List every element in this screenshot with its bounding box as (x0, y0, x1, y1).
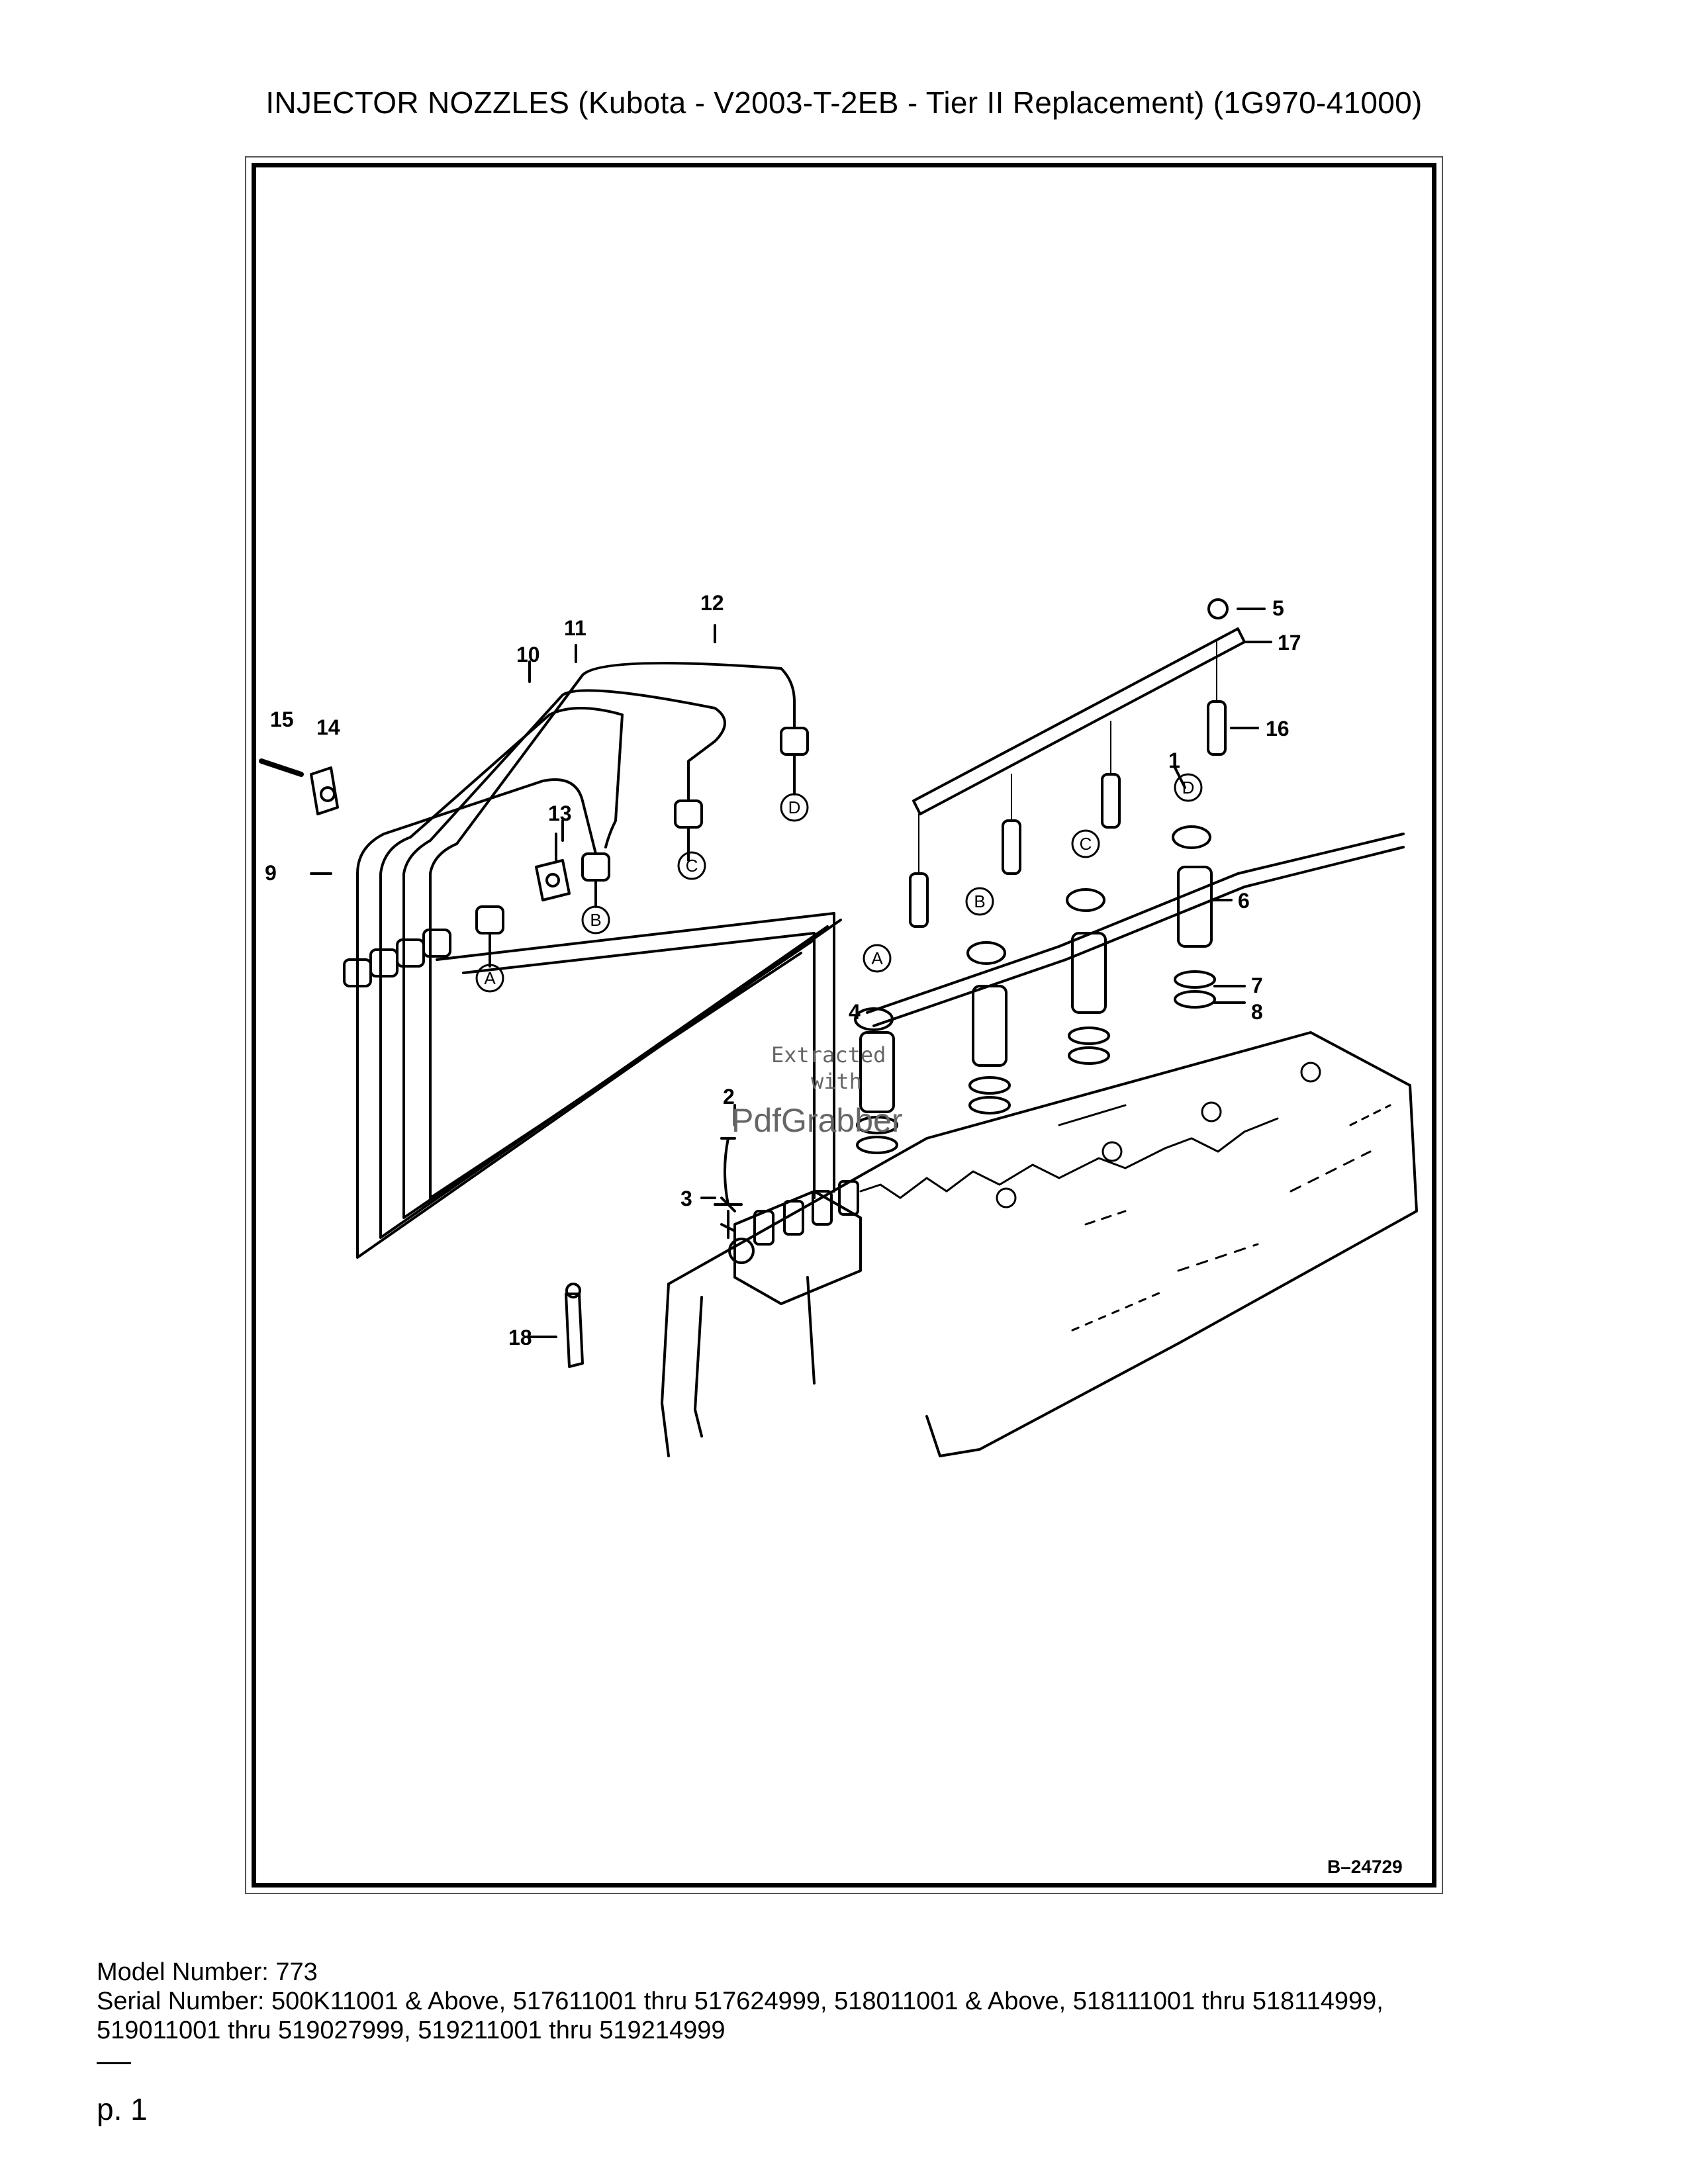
callout-9: 9 (265, 861, 277, 885)
conn-letter-b-pipe: B (590, 910, 601, 930)
serial-number-line-2: 519011001 thru 519027999, 519211001 thru… (97, 2017, 726, 2044)
callout-1: 1 (1168, 749, 1180, 772)
callout-11: 11 (564, 616, 586, 640)
callout-5: 5 (1272, 596, 1284, 620)
leak-off-and-nozzles (310, 598, 1405, 1368)
watermark-brand: PdfGrabber (731, 1102, 902, 1139)
callout-14: 14 (316, 715, 340, 739)
conn-letter-d-nozzle: D (1182, 778, 1195, 797)
callout-2: 2 (723, 1085, 735, 1109)
connection-letters: A B C D A B C D (484, 778, 1194, 988)
callout-13: 13 (548, 801, 572, 825)
conn-letter-c-nozzle: C (1080, 834, 1092, 854)
cylinder-head (661, 1031, 1418, 1457)
callout-7: 7 (1251, 974, 1263, 997)
conn-letter-c-pipe: C (686, 856, 698, 876)
conn-letter-d-pipe: D (788, 797, 801, 817)
conn-letter-b-nozzle: B (974, 891, 985, 911)
page-title: INJECTOR NOZZLES (Kubota - V2003-T-2EB -… (265, 85, 1423, 120)
callout-18: 18 (508, 1326, 532, 1349)
watermark-line-2: with (811, 1069, 862, 1094)
callout-17: 17 (1278, 631, 1301, 655)
callout-15: 15 (270, 707, 294, 731)
watermark: Extracted with PdfGrabber (731, 1042, 902, 1139)
watermark-line-1: Extracted (771, 1042, 886, 1068)
callout-4: 4 (849, 1000, 861, 1024)
diagram-frame (252, 163, 1436, 1888)
callout-6: 6 (1238, 889, 1250, 913)
serial-number-line-1: Serial Number: 500K11001 & Above, 517611… (97, 1987, 1383, 2015)
callout-10: 10 (516, 643, 540, 666)
page-divider (97, 2062, 131, 2064)
conn-letter-a-pipe: A (484, 968, 496, 988)
diagram-frame-outer (245, 156, 1443, 1894)
callout-12: 12 (700, 591, 724, 615)
injection-pipes (259, 662, 842, 1259)
callout-16: 16 (1266, 717, 1289, 741)
page-number: p. 1 (97, 2092, 148, 2126)
figure-id: B–24729 (1327, 1856, 1403, 1877)
callout-3: 3 (680, 1187, 692, 1210)
part-callouts: 1 2 3 4 5 6 7 8 9 10 11 12 13 14 15 16 1… (265, 591, 1301, 1349)
model-number: Model Number: 773 (97, 1958, 318, 1986)
conn-letter-a-nozzle: A (871, 948, 883, 968)
callout-8: 8 (1251, 1000, 1263, 1024)
connection-circles (475, 773, 1203, 993)
model-serial-info: Model Number: 773 Serial Number: 500K110… (97, 1958, 1619, 2045)
